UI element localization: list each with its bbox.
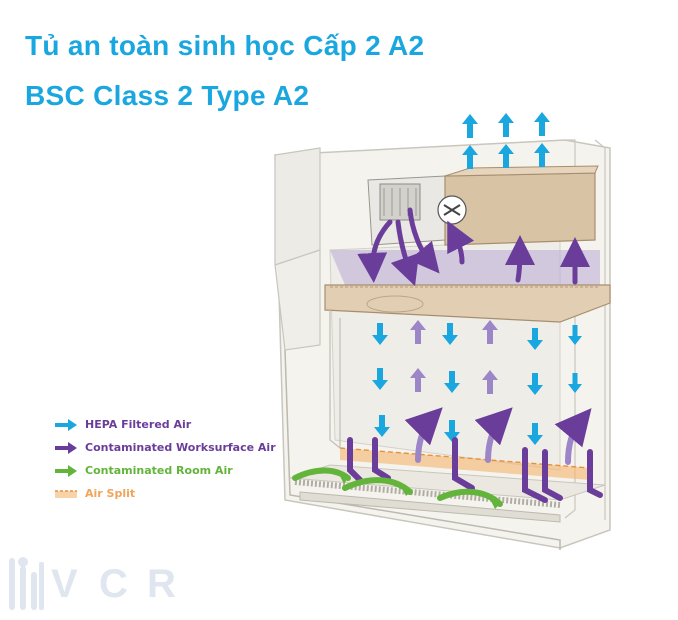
- exhaust-arrow: [534, 112, 550, 136]
- legend-label: Contaminated Worksurface Air: [85, 441, 276, 454]
- legend-label: HEPA Filtered Air: [85, 418, 192, 431]
- exhaust-arrow: [462, 114, 478, 138]
- rear-upflow-arrow: [410, 320, 426, 344]
- vcr-logo: V C R: [5, 552, 195, 616]
- rear-upflow-arrow: [482, 370, 498, 394]
- legend-item-room-air: Contaminated Room Air: [55, 459, 276, 482]
- exhaust-hepa-filter: [437, 165, 599, 246]
- rear-upflow-arrow: [482, 320, 498, 344]
- worksurface-intake-flow: [347, 437, 603, 503]
- downflow-arrow: [568, 325, 582, 345]
- sash-window: [329, 310, 341, 450]
- exhaust-arrow: [534, 143, 550, 167]
- exhaust-arrows-group: [462, 112, 550, 169]
- downflow-arrow: [527, 423, 543, 445]
- rear-upflow-arrows-group: [410, 320, 498, 394]
- legend-item-air-split: Air Split: [55, 482, 276, 505]
- downflow-arrow: [374, 415, 390, 437]
- downflow-arrow: [527, 328, 543, 350]
- exhaust-arrow: [462, 145, 478, 169]
- downflow-arrow: [372, 323, 388, 345]
- blower-housing: [367, 175, 446, 246]
- green-arrow-icon: [55, 464, 77, 477]
- logo-letter-c: C: [99, 562, 128, 606]
- blue-arrow-icon: [55, 418, 77, 431]
- exhaust-arrow: [498, 144, 514, 168]
- legend: HEPA Filtered Air Contaminated Worksurfa…: [55, 413, 276, 505]
- rear-grille-upflow: [404, 407, 592, 465]
- downflow-arrow: [568, 373, 582, 393]
- title-line-1: Tủ an toàn sinh học Cấp 2 A2: [25, 30, 425, 61]
- downflow-arrow: [527, 373, 543, 395]
- room-air-arrow: [292, 467, 351, 481]
- orange-dashed-band-icon: [55, 489, 77, 498]
- downflow-arrow: [442, 323, 458, 345]
- legend-item-worksurface: Contaminated Worksurface Air: [55, 436, 276, 459]
- legend-label: Contaminated Room Air: [85, 464, 233, 477]
- downflow-arrow: [444, 371, 460, 393]
- downflow-arrow: [444, 420, 460, 442]
- lab-tools-icon: [9, 557, 44, 610]
- exhaust-arrow: [498, 113, 514, 137]
- rear-upflow-arrow: [410, 368, 426, 392]
- room-air-arrowheads: [338, 472, 500, 509]
- blower-return-flow: [357, 207, 590, 287]
- legend-item-hepa: HEPA Filtered Air: [55, 413, 276, 436]
- supply-hepa-filter: [324, 284, 611, 323]
- logo-letter-v: V: [51, 562, 78, 606]
- logo-letter-r: R: [147, 562, 176, 606]
- room-air-arrow: [437, 488, 503, 507]
- purple-arrow-icon: [55, 441, 77, 454]
- title-line-2: BSC Class 2 Type A2: [25, 80, 310, 111]
- downflow-arrow: [372, 368, 388, 390]
- legend-label: Air Split: [85, 487, 136, 500]
